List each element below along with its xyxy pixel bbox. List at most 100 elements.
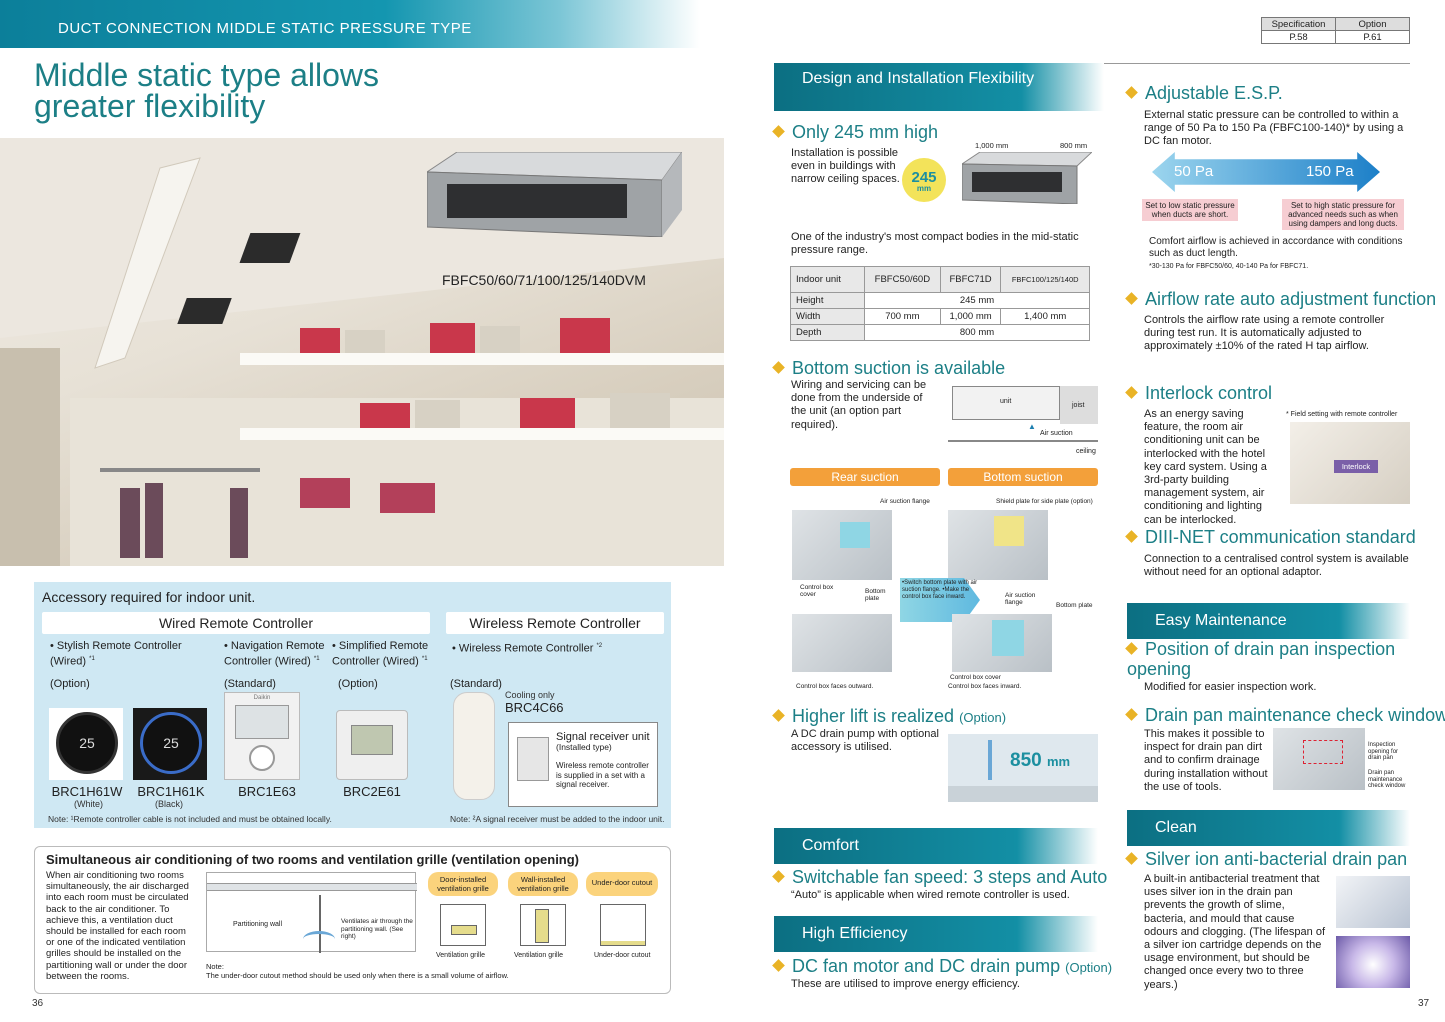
type-standard-4: (Standard) — [450, 678, 502, 690]
wireless-remote-image — [453, 692, 495, 800]
spec-header: Specification — [1261, 17, 1336, 31]
model-brc1h61k: BRC1H61K — [137, 784, 205, 799]
feature-bottom-suction: Bottom suction is available — [772, 358, 1005, 379]
caption-1: Ventilation grille — [436, 952, 486, 959]
diamond-icon — [1125, 642, 1138, 655]
rear-suction-image — [792, 510, 892, 580]
color-white: (White) — [74, 799, 103, 809]
two-room-diagram: Partitioning wall Ventilates air through… — [206, 872, 417, 953]
lift-value: 850 mm — [1010, 750, 1071, 771]
type-standard-2: (Standard) — [224, 678, 276, 690]
simplified-screen — [351, 725, 393, 755]
cooling-only-label: Cooling only — [505, 690, 555, 700]
simultaneous-note-label: Note: — [206, 962, 224, 971]
option-undercut: Under-door cutout — [586, 872, 658, 896]
lift-diagram: 850 mm — [948, 734, 1098, 802]
table-row-height-value: 245 mm — [864, 292, 1090, 309]
feature-diii-net: DIII-NET communication standard — [1125, 527, 1416, 548]
section-header-text: DUCT CONNECTION MIDDLE STATIC PRESSURE T… — [58, 20, 472, 37]
lbl-bplate: Bottom plate — [865, 588, 886, 602]
lbl-flange: Air suction flange — [880, 498, 930, 505]
wireless-header: Wireless Remote Controller — [446, 612, 664, 634]
diamond-icon — [772, 870, 785, 883]
simultaneous-title: Simultaneous air conditioning of two roo… — [46, 852, 580, 867]
ceiling-label: ceiling — [1076, 448, 1096, 455]
type-option-3: (Option) — [338, 678, 378, 690]
suction-diagram: unit joist ▲ Air suction ceiling — [948, 384, 1098, 456]
model-brc1h61w: BRC1H61W — [51, 784, 123, 799]
model-name: FBFC50/60/71/100/125/140DVM — [442, 272, 646, 288]
page-number-left: 36 — [32, 998, 44, 1009]
undercut-diagram — [600, 904, 646, 946]
pa-high: 150 Pa — [1306, 163, 1354, 180]
drain-pan-image — [1273, 728, 1365, 790]
partition-label: Partitioning wall — [233, 921, 283, 928]
feature-esp: Adjustable E.S.P. — [1125, 83, 1283, 104]
signal-receiver-image — [517, 737, 549, 781]
lbl-cbcover2: Control box cover — [950, 674, 1001, 681]
option-header: Option — [1335, 17, 1410, 31]
accessory-item-1: • Stylish Remote Controller (Wired) *1 — [50, 640, 182, 668]
accessory-note-2: Note: ²A signal receiver must be added t… — [450, 814, 665, 824]
lbl-shield: Shield plate for side plate (option) — [996, 498, 1093, 505]
diamond-icon — [1125, 292, 1138, 305]
efficiency-section-bar: High Efficiency — [774, 916, 1098, 952]
interlock-text: As an energy saving feature, the room ai… — [1144, 408, 1267, 526]
air-suction-label: Air suction — [1040, 430, 1073, 437]
arrow-up-icon: ▲ — [1028, 422, 1036, 431]
feature-dc-fan: DC fan motor and DC drain pump (Option) — [772, 956, 1112, 977]
bottom-inward-image — [952, 614, 1052, 672]
section-header-band: DUCT CONNECTION MIDDLE STATIC PRESSURE T… — [0, 0, 700, 48]
esp-text: External static pressure can be controll… — [1144, 109, 1404, 148]
signal-receiver-sub: (Installed type) — [556, 742, 612, 752]
type-option-1: (Option) — [50, 678, 90, 690]
compact-text: One of the industry's most compact bodie… — [791, 231, 1079, 257]
signal-receiver-title: Signal receiver unit — [556, 731, 650, 743]
table-head-100: FBFC100/125/140D — [1000, 266, 1090, 293]
design-section-bar: Design and Installation Flexibility — [774, 63, 1104, 111]
feature-drain-position: Position of drain pan inspection opening — [1125, 639, 1396, 679]
option-wall-grille: Wall-installed ventilation grille — [508, 872, 578, 896]
feature-silver-ion: Silver ion anti-bacterial drain pan — [1125, 849, 1407, 870]
pa-low: 50 Pa — [1174, 163, 1214, 180]
simultaneous-text: When air conditioning two rooms simultan… — [46, 870, 189, 982]
drain-window-text: This makes it possible to inspect for dr… — [1144, 728, 1268, 793]
table-row-width-label: Width — [790, 308, 865, 325]
feature-245: Only 245 mm high — [772, 122, 938, 143]
accessory-item-4: • Wireless Remote Controller *2 — [452, 642, 603, 655]
table-row-depth-value: 800 mm — [864, 324, 1090, 341]
wireless-model: BRC4C66 — [505, 700, 564, 715]
interlock-note: * Field setting with remote controller — [1286, 411, 1398, 418]
dim-1000: 1,000 mm — [975, 141, 1009, 150]
table-row-width-3: 1,400 mm — [1000, 308, 1090, 325]
unit-label: unit — [1000, 398, 1012, 405]
bottom-suction-image — [948, 510, 1048, 580]
option-door-grille: Door-installed ventilation grille — [428, 872, 498, 896]
interlock-image: Interlock — [1290, 422, 1410, 504]
table-row-height-label: Height — [790, 292, 865, 309]
lbl-in: Control box faces inward. — [948, 683, 1022, 690]
lbl-out: Control box faces outward. — [796, 683, 874, 690]
lbl-check-window: Drain pan maintenance check window — [1368, 770, 1406, 789]
unit-245-image — [960, 151, 1094, 205]
diamond-icon — [772, 959, 785, 972]
door-grille-diagram — [440, 904, 486, 946]
wall-grille-diagram — [520, 904, 566, 946]
signal-receiver-box: Signal receiver unit (Installed type) Wi… — [508, 722, 658, 807]
accessory-note-1: Note: ¹Remote controller cable is not in… — [48, 814, 332, 824]
simultaneous-note-text: The under-door cutout method should be u… — [206, 971, 509, 980]
page-number-right: 37 — [1418, 998, 1430, 1009]
simplified-remote — [336, 710, 408, 780]
lbl-inspection: Inspection opening for drain pan — [1368, 742, 1399, 761]
table-row-width-2: 1,000 mm — [939, 308, 1002, 325]
simultaneous-panel — [34, 846, 671, 994]
bottom-suction-text: Wiring and servicing can be done from th… — [791, 379, 927, 431]
navigation-dial — [249, 745, 275, 771]
silver-ion-image-2 — [1336, 936, 1410, 988]
feature-airflow: Airflow rate auto adjustment function — [1125, 289, 1436, 310]
diamond-icon — [772, 125, 785, 138]
feature-higher-lift: Higher lift is realized (Option) — [772, 706, 1006, 727]
drain-position-text: Modified for easier inspection work. — [1144, 681, 1317, 693]
